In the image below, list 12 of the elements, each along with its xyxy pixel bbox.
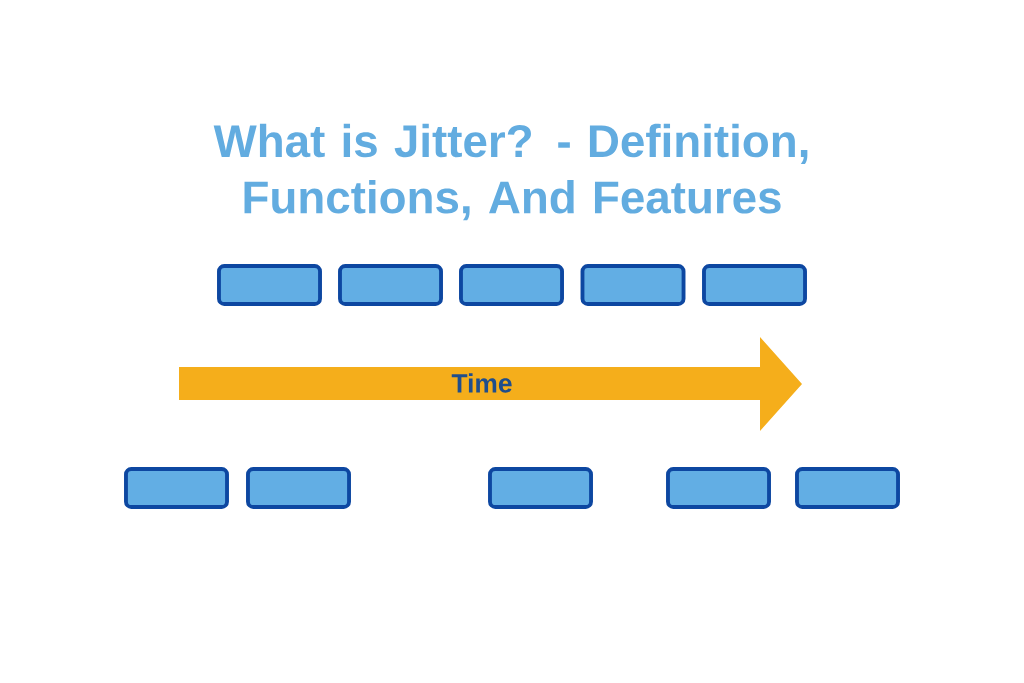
packet-box bbox=[124, 467, 229, 509]
packet-box bbox=[488, 467, 593, 509]
packet-box bbox=[666, 467, 771, 509]
packet-box bbox=[338, 264, 443, 306]
arrow-label: Time bbox=[451, 373, 512, 393]
packet-box bbox=[217, 264, 322, 306]
packet-box bbox=[459, 264, 564, 306]
packet-box bbox=[246, 467, 351, 509]
packet-box bbox=[702, 264, 807, 306]
packet-box bbox=[580, 264, 686, 306]
packet-box bbox=[795, 467, 900, 509]
title: What is Jitter? - Definition, Functions, And Features bbox=[213, 123, 808, 221]
